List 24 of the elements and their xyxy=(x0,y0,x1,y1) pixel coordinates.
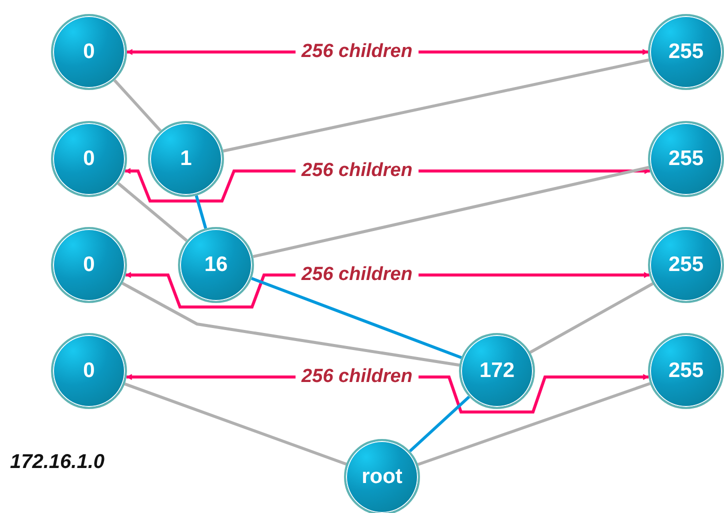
tree-node: 0 xyxy=(51,333,127,409)
connector-line xyxy=(251,277,462,359)
connector-line xyxy=(124,382,347,466)
connector-line xyxy=(252,166,650,258)
connector-line xyxy=(417,382,651,466)
tree-node: 255 xyxy=(648,333,724,409)
tree-node: 16 xyxy=(178,227,254,303)
connector-line xyxy=(194,195,208,229)
tree-node: 255 xyxy=(648,227,724,303)
connector-line xyxy=(117,182,188,242)
tree-node: 0 xyxy=(51,14,127,90)
connector-line xyxy=(529,282,654,354)
tree-node: 1 xyxy=(148,121,224,197)
connector-line xyxy=(408,396,470,452)
tree-node: 255 xyxy=(648,121,724,197)
tree-node: 0 xyxy=(51,227,127,303)
tree-node: 0 xyxy=(51,121,127,197)
tree-node: 172 xyxy=(459,333,535,409)
connector-line xyxy=(122,282,460,367)
tree-node: 255 xyxy=(648,14,724,90)
connector-line xyxy=(222,58,650,152)
address-note: 172.16.1.0 xyxy=(10,451,105,474)
connector-line xyxy=(113,79,162,132)
tree-node: root xyxy=(344,439,420,513)
